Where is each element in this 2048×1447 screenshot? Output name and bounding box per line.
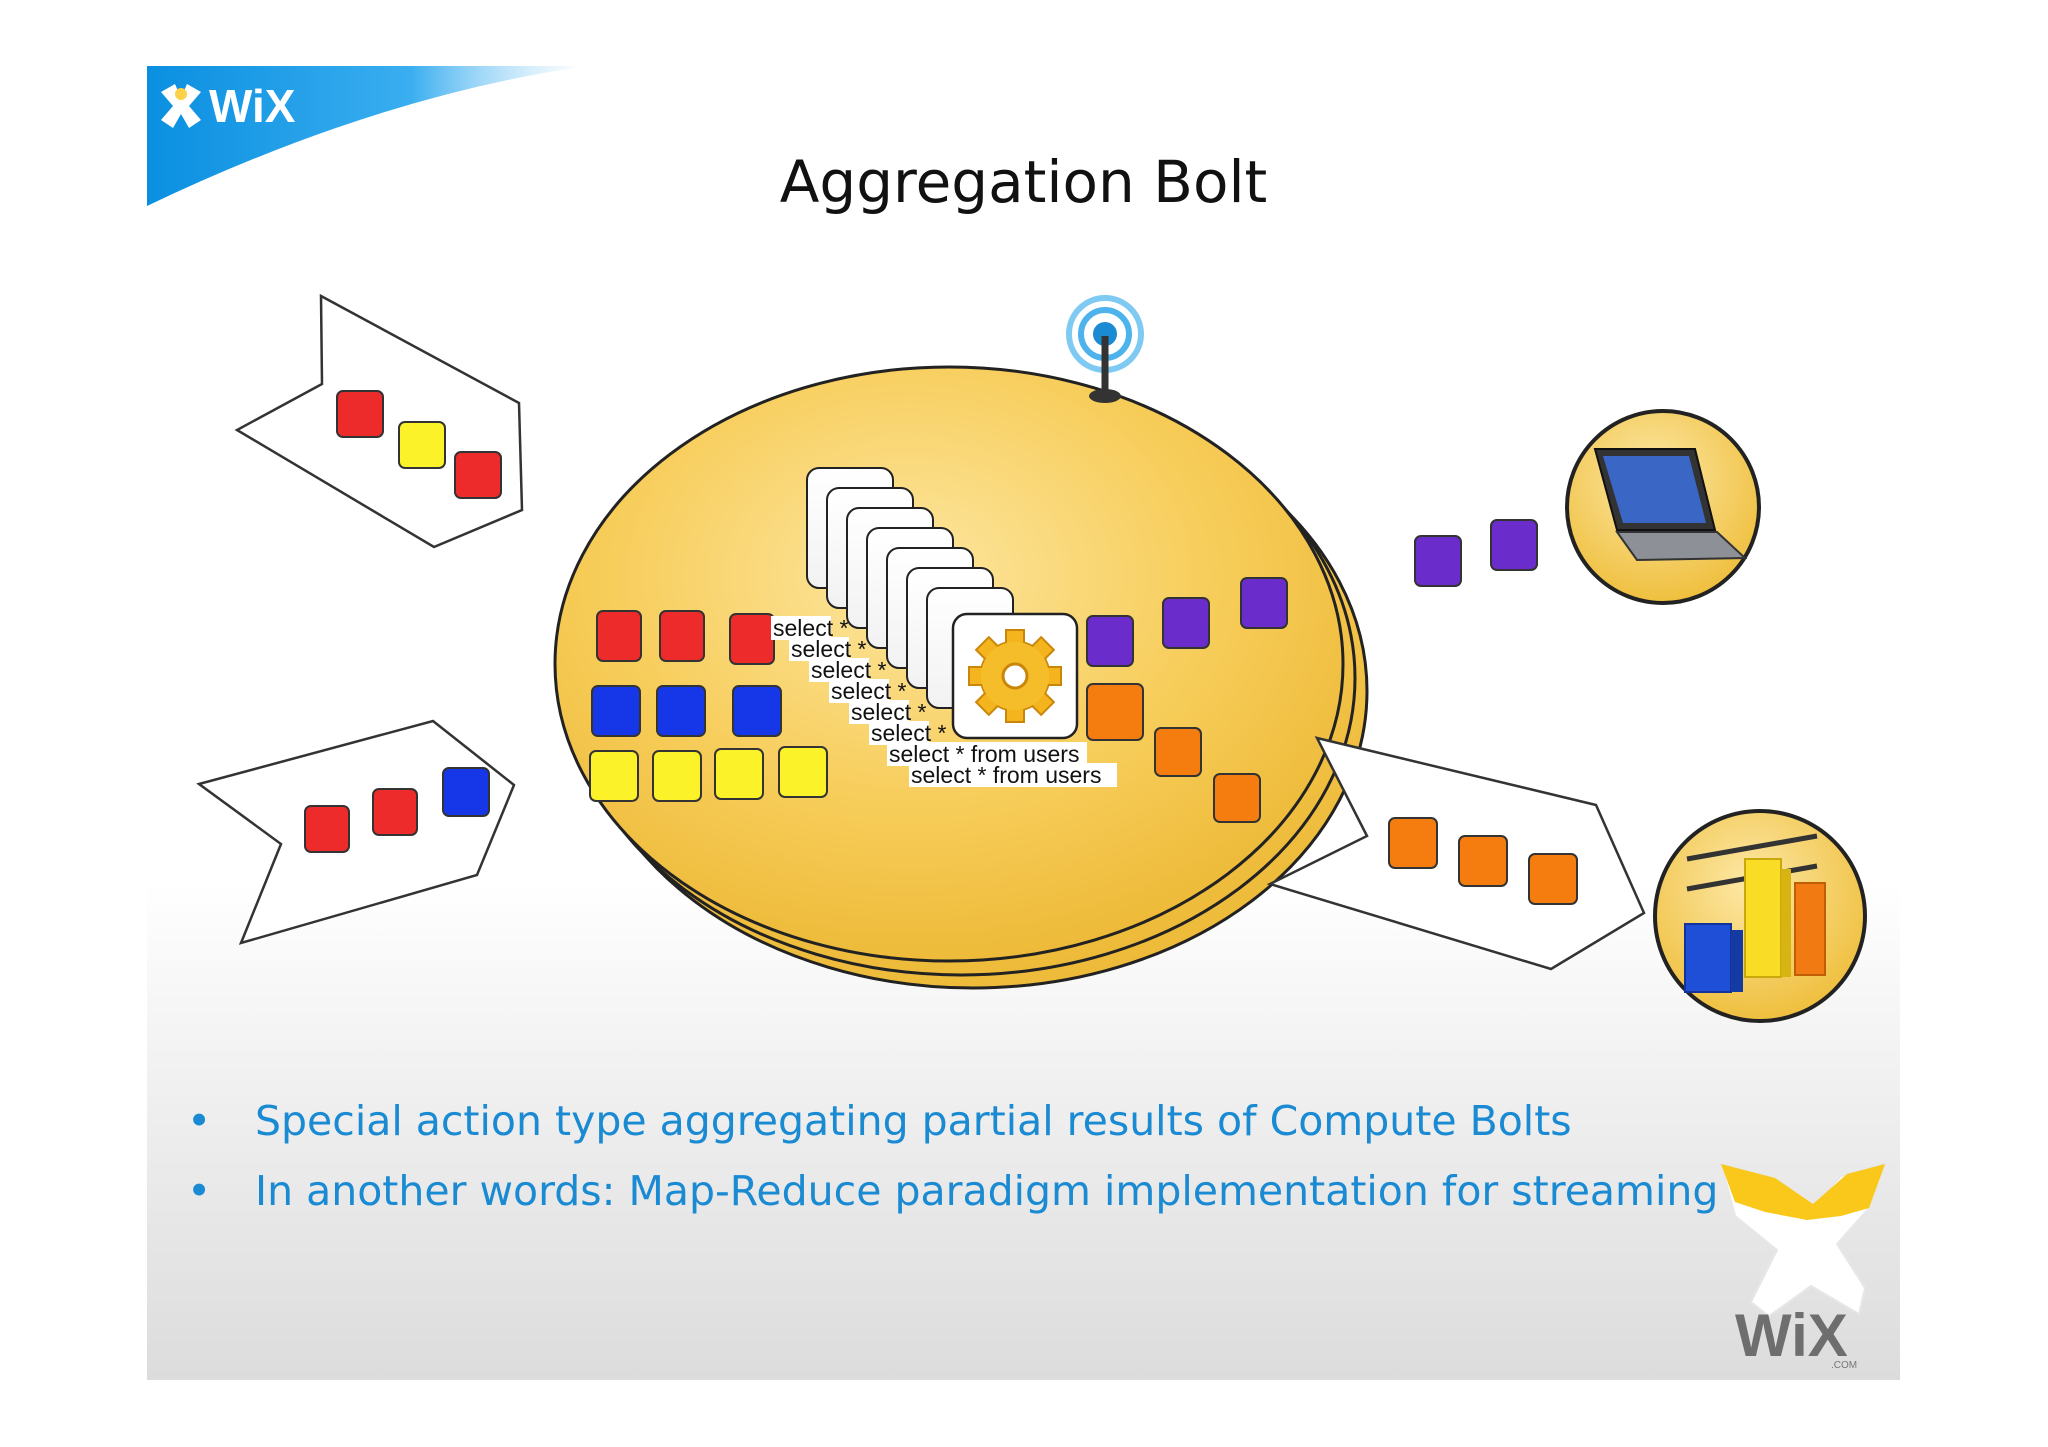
laptop-icon: [1593, 448, 1748, 562]
tuple-orange: [1528, 853, 1578, 905]
query-label: select *: [871, 720, 946, 746]
output-stream: [1266, 736, 1646, 971]
wix-footer-logo-sub: .COM: [1831, 1360, 1857, 1371]
query-label: select *: [811, 657, 886, 683]
query-labels: select * select * select * select * sele…: [771, 615, 1117, 788]
tuple-yellow: [398, 421, 446, 469]
query-label: select *: [851, 699, 926, 725]
diagram: WiX: [147, 66, 1887, 1371]
wix-footer-logo: WiX .COM: [1719, 1162, 1887, 1371]
slide-title: Aggregation Bolt: [779, 148, 1268, 216]
bullet-text: In another words: Map-Reduce paradigm im…: [255, 1167, 1719, 1215]
query-label: select * from users: [889, 741, 1079, 767]
wix-mascot-icon: [161, 84, 201, 128]
bullet-item: • In another words: Map-Reduce paradigm …: [187, 1156, 1718, 1226]
bullet-dot: •: [187, 1167, 212, 1215]
wix-logo-text: WiX: [209, 80, 296, 132]
input-stream-bottom: [196, 719, 516, 945]
tuple-red: [336, 390, 384, 438]
query-label: select *: [831, 678, 906, 704]
gear-icon: [968, 629, 1062, 723]
input-stream-top: [234, 293, 524, 549]
tuple-red: [372, 788, 418, 836]
tuple-blue: [442, 767, 490, 817]
tuple-red: [304, 805, 350, 853]
tuple-red: [454, 451, 502, 499]
bullet-item: • Special action type aggregating partia…: [187, 1086, 1718, 1156]
bullet-list: • Special action type aggregating partia…: [187, 1086, 1718, 1226]
query-label: select *: [791, 636, 866, 662]
tuple-orange: [1388, 817, 1438, 869]
bullet-text: Special action type aggregating partial …: [255, 1097, 1572, 1145]
query-label: select *: [773, 615, 848, 641]
bullet-dot: •: [187, 1097, 212, 1145]
wix-footer-logo-text: WiX: [1735, 1302, 1848, 1369]
query-label: select * from users: [911, 762, 1101, 788]
query-cards: select * select * select * select * sele…: [771, 467, 1117, 788]
report-client: [1653, 809, 1867, 1023]
wix-header-logo: WiX: [147, 66, 587, 206]
antenna-icon: [1066, 295, 1144, 403]
slide: WiX: [147, 66, 1900, 1380]
laptop-client: [1565, 409, 1761, 605]
bar-chart-icon: [1684, 833, 1826, 993]
output-tuples-purple: [1414, 519, 1538, 587]
disc-tuples: [589, 577, 1288, 823]
tuple-orange: [1458, 835, 1508, 887]
